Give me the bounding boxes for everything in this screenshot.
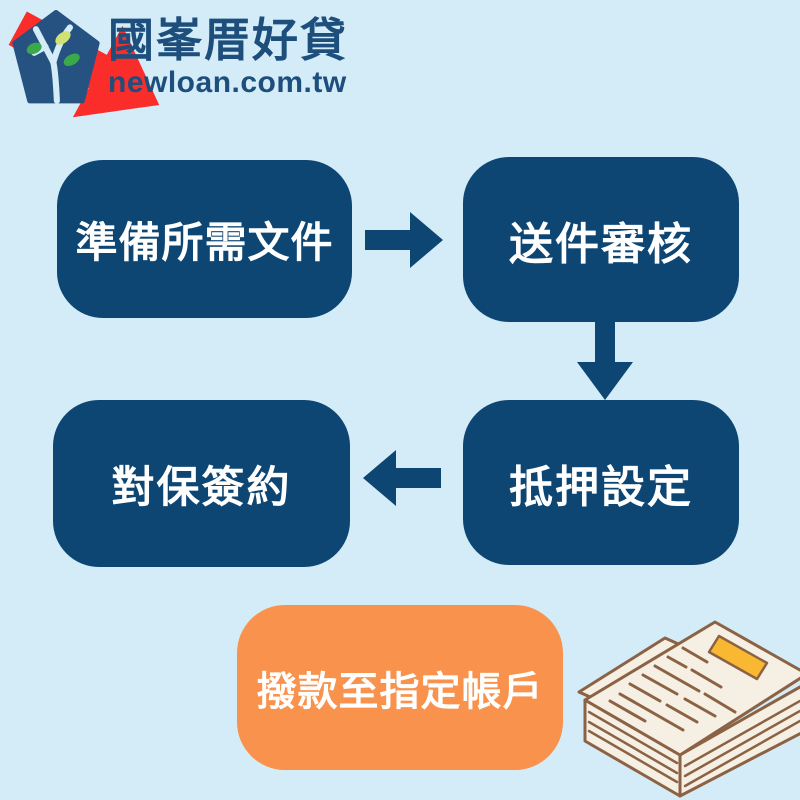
brand-name: 國峯厝好貸 [108,14,348,66]
step-prepare-documents: 準備所需文件 [57,160,352,318]
arrow-right-icon [365,212,443,268]
documents-stack-illustration [577,620,800,798]
arrow-down-icon [577,322,633,400]
step-label: 撥款至指定帳戶 [256,669,544,714]
step-disburse-to-account: 撥款至指定帳戶 [237,605,563,770]
house-with-tree-icon [12,10,100,104]
arrow-left-icon [363,450,441,506]
brand-logo: 國峯厝好貸 newloan.com.tw [12,10,348,106]
step-mortgage-setting: 抵押設定 [463,400,739,565]
brand-domain: newloan.com.tw [108,66,347,100]
step-label: 對保簽約 [111,463,292,512]
step-label: 抵押設定 [509,462,693,512]
step-submit-for-review: 送件審核 [463,157,739,322]
step-guarantee-signing: 對保簽約 [53,400,350,567]
step-label: 送件審核 [509,219,693,269]
step-label: 準備所需文件 [75,218,334,266]
